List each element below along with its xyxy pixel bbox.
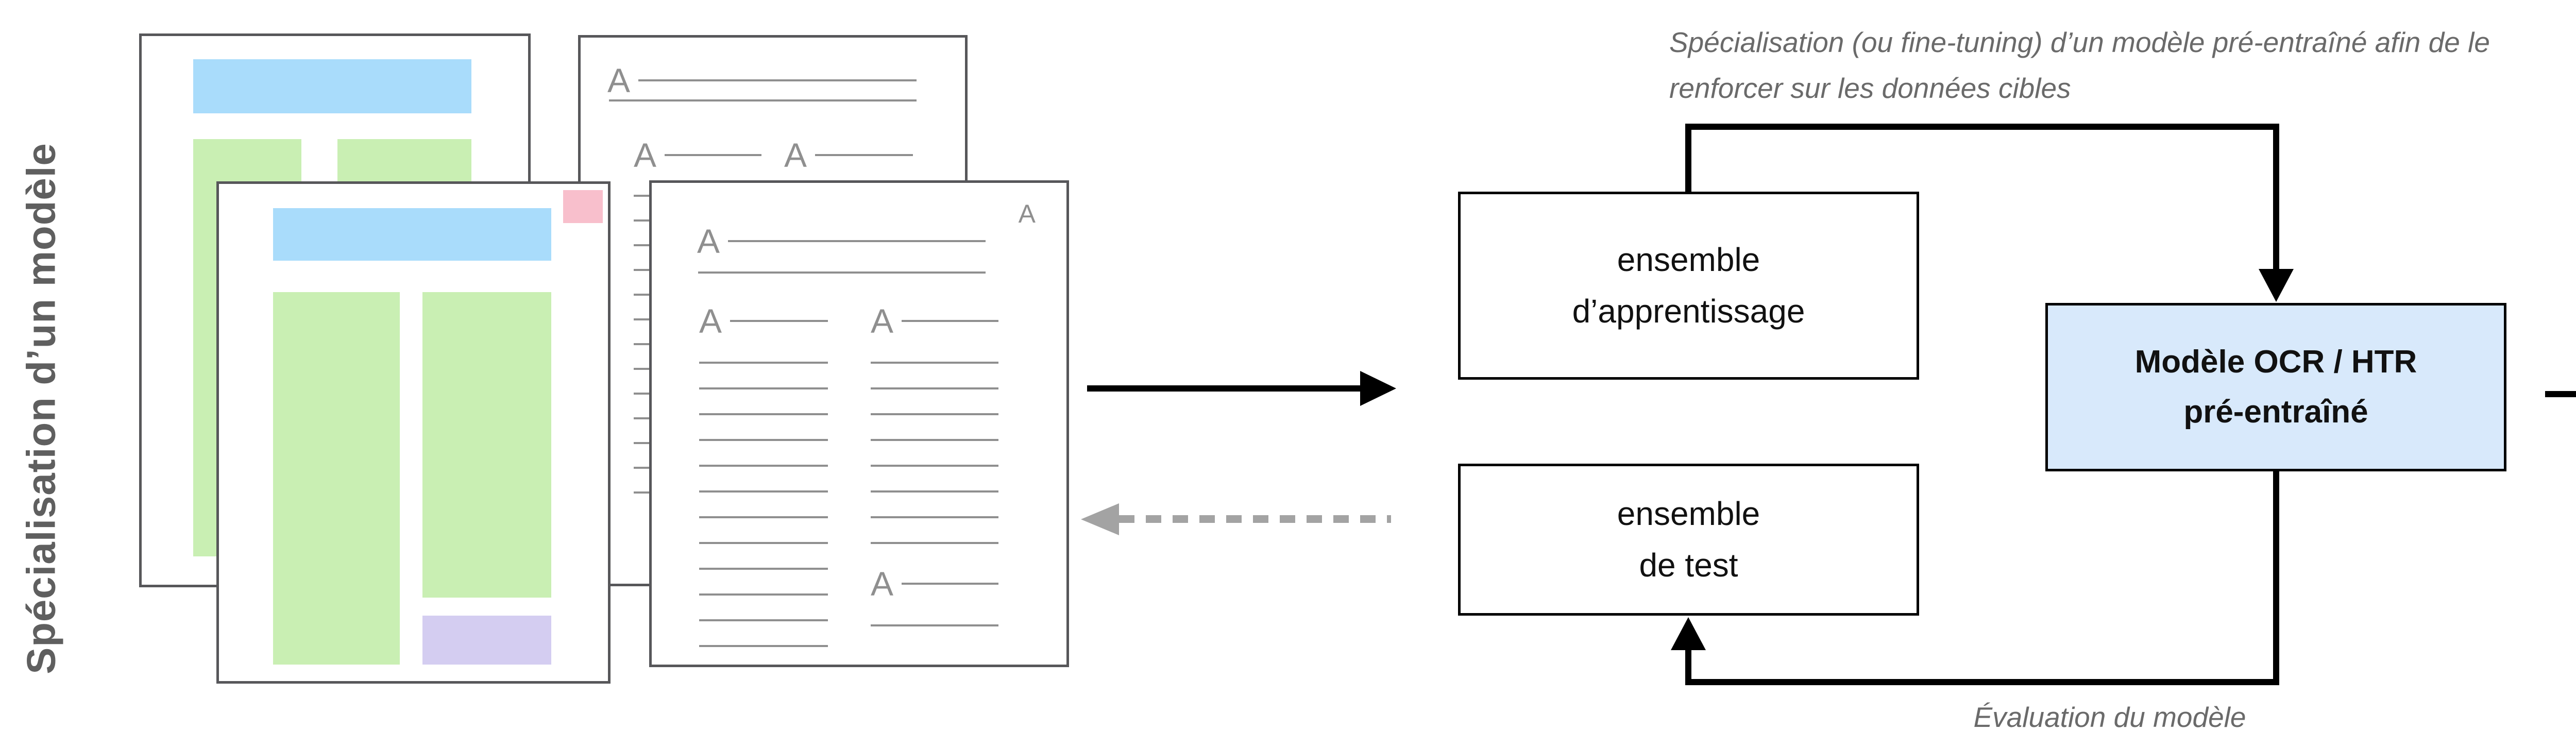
test-set-label-line1: ensemble bbox=[1617, 495, 1760, 533]
doc-title-row: A bbox=[697, 224, 986, 258]
text-line bbox=[871, 387, 998, 389]
pretrained-model-label-line2: pré-entraîné bbox=[2183, 394, 2368, 430]
letter-A-glyph: A bbox=[871, 565, 894, 603]
connector-train-vertical bbox=[1685, 124, 1691, 193]
dashed-arrow-shaft bbox=[1119, 515, 1391, 523]
text-line bbox=[699, 490, 828, 493]
title-line bbox=[728, 240, 986, 242]
text-line bbox=[699, 465, 828, 467]
connector-eval-drop bbox=[2273, 471, 2279, 685]
text-line bbox=[699, 568, 828, 570]
pretrained-model-box: Modèle OCR / HTR pré-entraîné bbox=[2045, 303, 2506, 471]
text-lines bbox=[871, 624, 998, 626]
title-line bbox=[638, 79, 917, 81]
column-subheader: A bbox=[871, 567, 998, 601]
letter-A-glyph: A bbox=[607, 61, 631, 99]
text-page-front: A A A A A bbox=[649, 180, 1069, 667]
pretrained-model-label-line1: Modèle OCR / HTR bbox=[2134, 344, 2417, 380]
annotation-top: Spécialisation (ou fine-tuning) d’un mod… bbox=[1669, 20, 2490, 111]
doc-title-row: A bbox=[607, 63, 917, 97]
doc-rule bbox=[698, 271, 986, 274]
text-line bbox=[699, 439, 828, 441]
letter-A-glyph: A bbox=[634, 136, 657, 174]
doc-column-left: A bbox=[699, 304, 828, 647]
column-header: A bbox=[871, 304, 998, 338]
text-line bbox=[871, 624, 998, 626]
layout-block-green-right bbox=[422, 292, 551, 598]
training-set-box: ensemble d’apprentissage bbox=[1458, 192, 1919, 380]
text-line bbox=[871, 362, 998, 364]
text-line bbox=[699, 645, 828, 647]
header-line bbox=[730, 320, 828, 322]
corner-letter: A bbox=[1018, 199, 1036, 228]
text-line bbox=[871, 413, 998, 415]
header-line bbox=[665, 154, 761, 156]
header-line bbox=[902, 320, 998, 322]
training-set-label-line1: ensemble bbox=[1617, 241, 1760, 279]
text-lines bbox=[699, 362, 828, 647]
doc-column-right: A A bbox=[871, 304, 998, 626]
connector-train-horizontal bbox=[1685, 124, 2279, 130]
arrow-docs-to-sets-head bbox=[1360, 371, 1396, 406]
layout-block-blue bbox=[193, 59, 471, 113]
training-set-label-line2: d’apprentissage bbox=[1572, 292, 1805, 330]
arrow-pretrained-to-specialized-shaft bbox=[2545, 391, 2576, 397]
text-line bbox=[871, 490, 998, 493]
text-lines bbox=[871, 362, 998, 544]
text-line bbox=[699, 516, 828, 518]
text-line bbox=[871, 439, 998, 441]
connector-train-drop bbox=[2273, 124, 2279, 270]
layout-block-blue bbox=[273, 208, 551, 261]
layout-block-purple bbox=[422, 616, 551, 665]
letter-A-glyph: A bbox=[871, 302, 894, 340]
dashed-arrow-head bbox=[1081, 503, 1119, 535]
connector-eval-arrowhead bbox=[1671, 617, 1706, 650]
doc-rule bbox=[609, 99, 917, 101]
text-line bbox=[699, 619, 828, 621]
column-header: A bbox=[699, 304, 828, 338]
letter-A-glyph: A bbox=[784, 136, 807, 174]
column-header: A bbox=[634, 138, 761, 172]
annotation-bottom: Évaluation du modèle bbox=[1973, 701, 2246, 730]
letter-A-glyph: A bbox=[699, 302, 722, 340]
connector-train-arrowhead bbox=[2259, 269, 2294, 302]
annotation-top-line1: Spécialisation (ou fine-tuning) d’un mod… bbox=[1669, 26, 2490, 58]
layout-block-pink bbox=[563, 190, 603, 223]
layout-block-green-left bbox=[273, 292, 400, 665]
text-line bbox=[699, 387, 828, 389]
text-line bbox=[699, 413, 828, 415]
column-header: A bbox=[784, 138, 913, 172]
annotation-top-line2: renforcer sur les données cibles bbox=[1669, 72, 2071, 105]
text-line bbox=[871, 465, 998, 467]
text-line bbox=[871, 516, 998, 518]
test-set-box: ensemble de test bbox=[1458, 464, 1919, 616]
text-line bbox=[699, 593, 828, 596]
header-line bbox=[815, 154, 913, 156]
letter-A-glyph: A bbox=[697, 222, 720, 260]
text-line bbox=[871, 542, 998, 544]
arrow-docs-to-sets-shaft bbox=[1087, 385, 1361, 392]
layout-page-front bbox=[216, 181, 611, 684]
side-label: Spécialisation d’un modèle bbox=[18, 143, 64, 674]
connector-eval-horizontal bbox=[1685, 679, 2279, 685]
text-line bbox=[699, 542, 828, 544]
header-line bbox=[902, 583, 998, 585]
text-line bbox=[699, 362, 828, 364]
test-set-label-line2: de test bbox=[1639, 546, 1738, 584]
connector-eval-rise bbox=[1685, 648, 1691, 685]
